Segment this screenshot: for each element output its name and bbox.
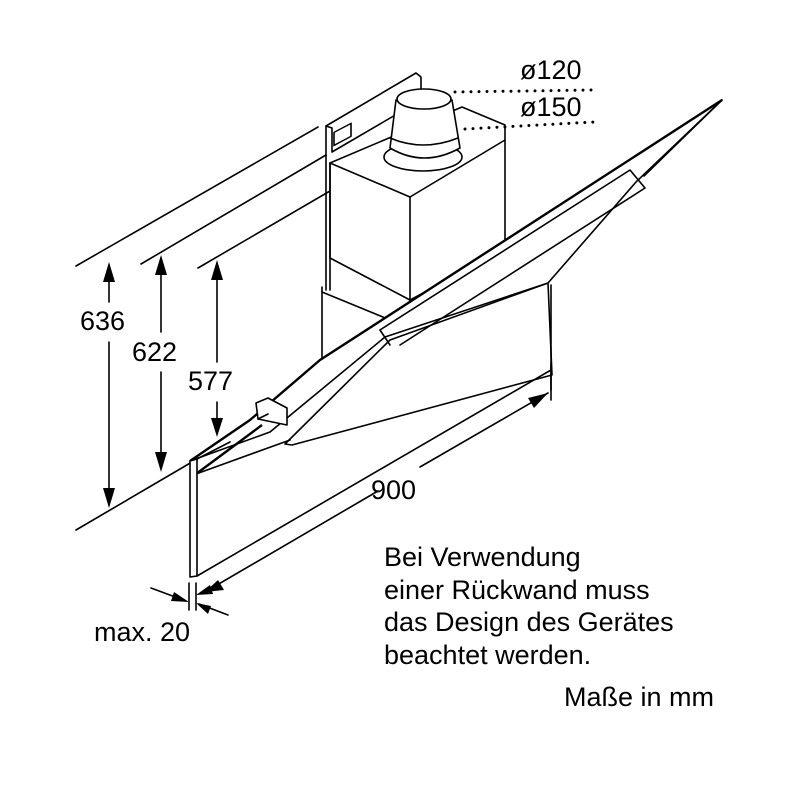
units-label: Maße in mm [564,682,715,712]
note-line: beachtet werden. [384,639,592,670]
height-dimensions [103,255,223,508]
note-line: einer Rückwand muss [384,574,650,605]
label-height-577: 577 [188,366,234,396]
label-duct-150: ø150 [520,92,582,122]
duct-stub [383,88,463,172]
diameter-leaders [453,88,596,131]
label-width-900: 900 [371,475,417,505]
note-line: Bei Verwendung [384,542,581,572]
label-height-622: 622 [132,337,178,367]
back-wall-panel [189,369,552,578]
label-gap-max: max. 20 [94,617,191,647]
dimension-gap [150,582,229,616]
note-line: das Design des Gerätes [384,607,674,637]
hood-body [189,98,723,475]
label-duct-120: ø120 [520,55,582,85]
label-height-636: 636 [80,306,126,336]
design-note: Bei Verwendung einer Rückwand muss das D… [384,541,674,671]
